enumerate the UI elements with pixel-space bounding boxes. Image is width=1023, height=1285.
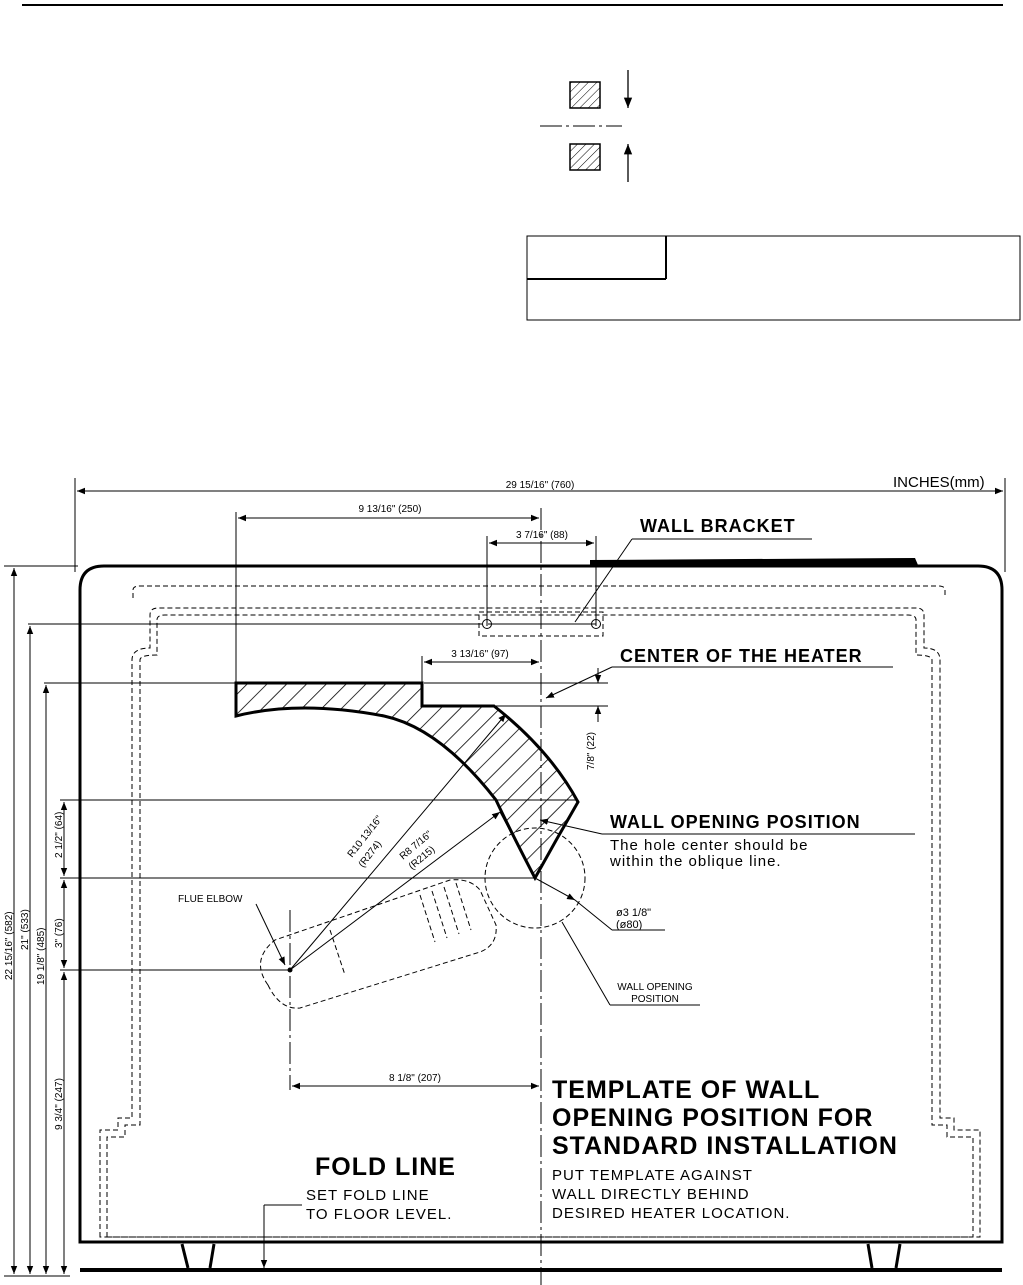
hole-symbol (540, 70, 633, 182)
dim-flue-offset-label: 3" (76) (54, 918, 65, 948)
dim-flue-height-label: 9 3/4" (247) (54, 1078, 65, 1130)
wall-opening-zone (234, 681, 580, 882)
dim-hole-diameter-label-1: ø3 1/8" (616, 907, 651, 919)
template-note-2: WALL DIRECTLY BEHIND (552, 1186, 750, 1203)
heater-outline (78, 564, 1004, 1244)
dim-overall-width: 29 15/16" (760) (74, 478, 1006, 572)
dim-overall-width-label: 29 15/16" (760) (506, 480, 575, 491)
template-note-1: PUT TEMPLATE AGAINST (552, 1167, 753, 1184)
dim-height-bracket: 21" (533) (20, 626, 34, 1274)
heater-inner-dashed (99, 607, 981, 1238)
dim-height-total: 22 15/16" (582) (4, 565, 78, 1277)
dim-center-offset-label: 3 13/16" (97) (451, 649, 508, 660)
center-of-heater-label: CENTER OF THE HEATER (620, 646, 863, 666)
dim-height-top-zone: 19 1/8" (485) (36, 685, 50, 1274)
dim-zone-height-label: 2 1/2" (64) (54, 812, 65, 858)
dim-center-offset: 3 13/16" (97) (421, 649, 539, 683)
dim-height-bracket-label: 21" (533) (20, 909, 31, 950)
wall-opening-position-label: WALL OPENING POSITION (610, 812, 861, 832)
wall-opening-note-1: The hole center should be (610, 837, 808, 854)
dim-flue-to-center: 8 1/8" (207) (292, 1073, 539, 1090)
dim-bracket-offset-label: 9 13/16" (250) (358, 504, 421, 515)
dim-hole-diameter: ø3 1/8" (ø80) (534, 877, 665, 931)
wall-opening-note-2: within the oblique line. (609, 853, 782, 870)
wall-bracket-label: WALL BRACKET (640, 516, 796, 536)
top-plate (590, 558, 918, 566)
dim-height-total-label: 22 15/16" (582) (4, 911, 15, 980)
heater-feet (180, 1243, 902, 1269)
dim-bracket-offset: 9 13/16" (250) (235, 504, 539, 683)
fold-line-label: FOLD LINE (315, 1153, 456, 1181)
heater-top-dashed (132, 585, 946, 598)
template-note-3: DESIRED HEATER LOCATION. (552, 1205, 790, 1222)
wall-opening-circle (484, 827, 586, 929)
wall-opening-small-label-1: WALL OPENING (617, 982, 693, 993)
dim-step-height-label: 7/8" (22) (586, 732, 597, 770)
flue-pipe (260, 879, 497, 1009)
dim-flue-offset: 3" (76) (54, 880, 68, 968)
template-title-1: TEMPLATE OF WALL (552, 1076, 820, 1104)
wall-opening-small-label-2: POSITION (631, 994, 679, 1005)
template-title-3: STANDARD INSTALLATION (552, 1132, 898, 1160)
flue-elbow-label: FLUE ELBOW (178, 894, 243, 905)
units-label: INCHES(mm) (893, 474, 985, 491)
fold-line-note-2: TO FLOOR LEVEL. (306, 1206, 452, 1223)
legend-box (526, 235, 1021, 321)
template-title-2: OPENING POSITION FOR (552, 1104, 873, 1132)
fold-line-note-1: SET FOLD LINE (306, 1187, 430, 1204)
dim-flue-height: 9 3/4" (247) (54, 972, 68, 1274)
heater-inner-dashed-2 (106, 614, 974, 1238)
dim-bracket-width-label: 3 7/16" (88) (516, 530, 568, 541)
dim-height-top-zone-label: 19 1/8" (485) (36, 928, 47, 985)
dim-zone-height: 2 1/2" (64) (54, 802, 68, 876)
dim-hole-diameter-label-2: (ø80) (616, 919, 642, 931)
dim-flue-to-center-label: 8 1/8" (207) (389, 1073, 441, 1084)
